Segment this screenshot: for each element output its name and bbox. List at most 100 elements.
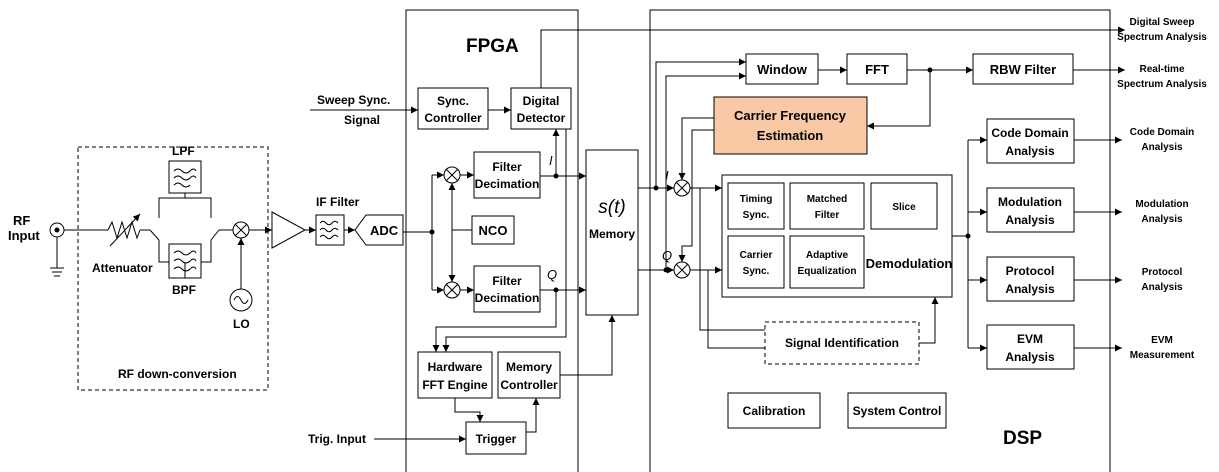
dsp-i-label: I [665, 168, 669, 183]
code-domain-analysis-block [986, 118, 1075, 164]
q-mixer-icon [443, 281, 461, 299]
code-domain-label-2: Analysis [1005, 144, 1055, 158]
if-filter-label: IF Filter [316, 195, 360, 209]
modulation-label-1: Modulation [998, 195, 1062, 209]
digital-detector-label-2: Detector [517, 111, 566, 125]
timing-sync-block [727, 182, 785, 230]
trigger-block [465, 421, 527, 455]
window-block [745, 53, 819, 85]
evm-label-1: EVM [1017, 332, 1043, 346]
trig-input-label: Trig. Input [308, 432, 366, 446]
out-digital-sweep-2: Spectrum Analysis [1117, 32, 1207, 43]
hardware-fft-label-2: FFT Engine [422, 378, 488, 392]
calibration-block [727, 392, 821, 429]
filter-decimation-i-block [473, 151, 541, 199]
carrier-sync-label-1: Carrier [740, 250, 773, 261]
evm-analysis-block [986, 324, 1075, 370]
code-domain-label-1: Code Domain [991, 126, 1068, 140]
protocol-label-1: Protocol [1006, 264, 1055, 278]
rf-downconversion-label: RF down-conversion [118, 367, 237, 381]
fpga-q-label: Q [547, 267, 557, 282]
sync-controller-label-2: Controller [424, 111, 482, 125]
out-evm-1: EVM [1151, 335, 1173, 346]
protocol-label-2: Analysis [1005, 282, 1055, 296]
out-realtime-1: Real-time [1139, 64, 1184, 75]
fpga-title: FPGA [466, 36, 519, 57]
if-filter-icon [315, 214, 345, 246]
memory-block [585, 149, 639, 316]
memory-controller-label-2: Controller [500, 378, 558, 392]
window-label: Window [757, 62, 808, 77]
out-protocol-2: Analysis [1141, 282, 1183, 293]
signal-identification-label: Signal Identification [785, 336, 899, 350]
calibration-label: Calibration [743, 404, 806, 418]
fft-label: FFT [865, 62, 889, 77]
lpf-label: LPF [172, 144, 195, 158]
fft-block [846, 53, 908, 85]
system-control-label: System Control [853, 404, 942, 418]
carrier-freq-est-label-2: Estimation [757, 128, 824, 143]
signal-identification-block [764, 321, 920, 365]
modulation-label-2: Analysis [1005, 213, 1055, 227]
dsp-q-label: Q [662, 248, 672, 263]
carrier-freq-est-label-1: Carrier Frequency [734, 108, 847, 123]
memory-symbol: s(t) [598, 197, 625, 218]
lo-label: LO [233, 317, 250, 331]
rf-connector-icon [49, 222, 65, 277]
out-digital-sweep-1: Digital Sweep [1129, 17, 1194, 28]
dsp-i-mixer-icon [673, 179, 691, 197]
hardware-fft-engine-block [417, 351, 493, 399]
rbw-filter-label: RBW Filter [990, 62, 1056, 77]
rf-input-label-line2: Input [8, 228, 40, 243]
sync-controller-block [417, 87, 489, 130]
adaptive-equalization-block [789, 235, 865, 289]
i-mixer-icon [443, 166, 461, 184]
fpga-section [405, 9, 579, 472]
modulation-analysis-block [986, 187, 1075, 233]
out-realtime-2: Spectrum Analysis [1117, 79, 1207, 90]
trigger-label: Trigger [476, 432, 517, 446]
evm-label-2: Analysis [1005, 350, 1055, 364]
dsp-q-mixer-icon [673, 261, 691, 279]
hardware-fft-label-1: Hardware [428, 360, 483, 374]
out-modulation-2: Analysis [1141, 214, 1183, 225]
protocol-analysis-block [986, 256, 1075, 302]
carrier-sync-label-2: Sync. [743, 266, 770, 277]
filter-decimation-q-label-1: Filter [492, 274, 522, 288]
adc-label: ADC [370, 223, 399, 238]
filter-decimation-i-label-1: Filter [492, 160, 522, 174]
nco-block [471, 215, 515, 245]
slice-block [870, 182, 938, 230]
matched-filter-block [789, 182, 865, 230]
out-protocol-1: Protocol [1142, 267, 1183, 278]
out-code-domain-1: Code Domain [1130, 127, 1194, 138]
sweep-sync-label-line1: Sweep Sync. [317, 93, 390, 107]
demodulation-label: Demodulation [866, 256, 953, 271]
memory-label: Memory [589, 227, 635, 241]
timing-sync-label-2: Sync. [743, 210, 770, 221]
adaptive-eq-label-1: Adaptive [806, 250, 849, 261]
rf-mixer-icon [232, 221, 250, 239]
filter-decimation-q-block [473, 265, 541, 313]
sweep-sync-label-line2: Signal [344, 113, 380, 127]
carrier-sync-block [727, 235, 785, 289]
memory-controller-label-1: Memory [506, 360, 552, 374]
nco-label: NCO [479, 223, 508, 238]
dsp-section [649, 9, 1111, 472]
memory-controller-block [497, 351, 561, 399]
rf-input-label-line1: RF [13, 213, 30, 228]
out-evm-2: Measurement [1130, 350, 1195, 361]
system-control-block [847, 392, 947, 429]
fpga-i-label: I [549, 153, 553, 168]
carrier-frequency-estimation-block [713, 96, 868, 155]
sync-controller-label-1: Sync. [437, 94, 469, 108]
matched-filter-label-1: Matched [807, 194, 848, 205]
filter-decimation-i-label-2: Decimation [475, 177, 540, 191]
timing-sync-label-1: Timing [740, 194, 773, 205]
out-code-domain-2: Analysis [1141, 142, 1183, 153]
rf-downconversion-section [77, 146, 269, 391]
attenuator-icon [107, 213, 141, 247]
lpf-filter-icon [168, 160, 202, 194]
dsp-title: DSP [1003, 428, 1042, 449]
